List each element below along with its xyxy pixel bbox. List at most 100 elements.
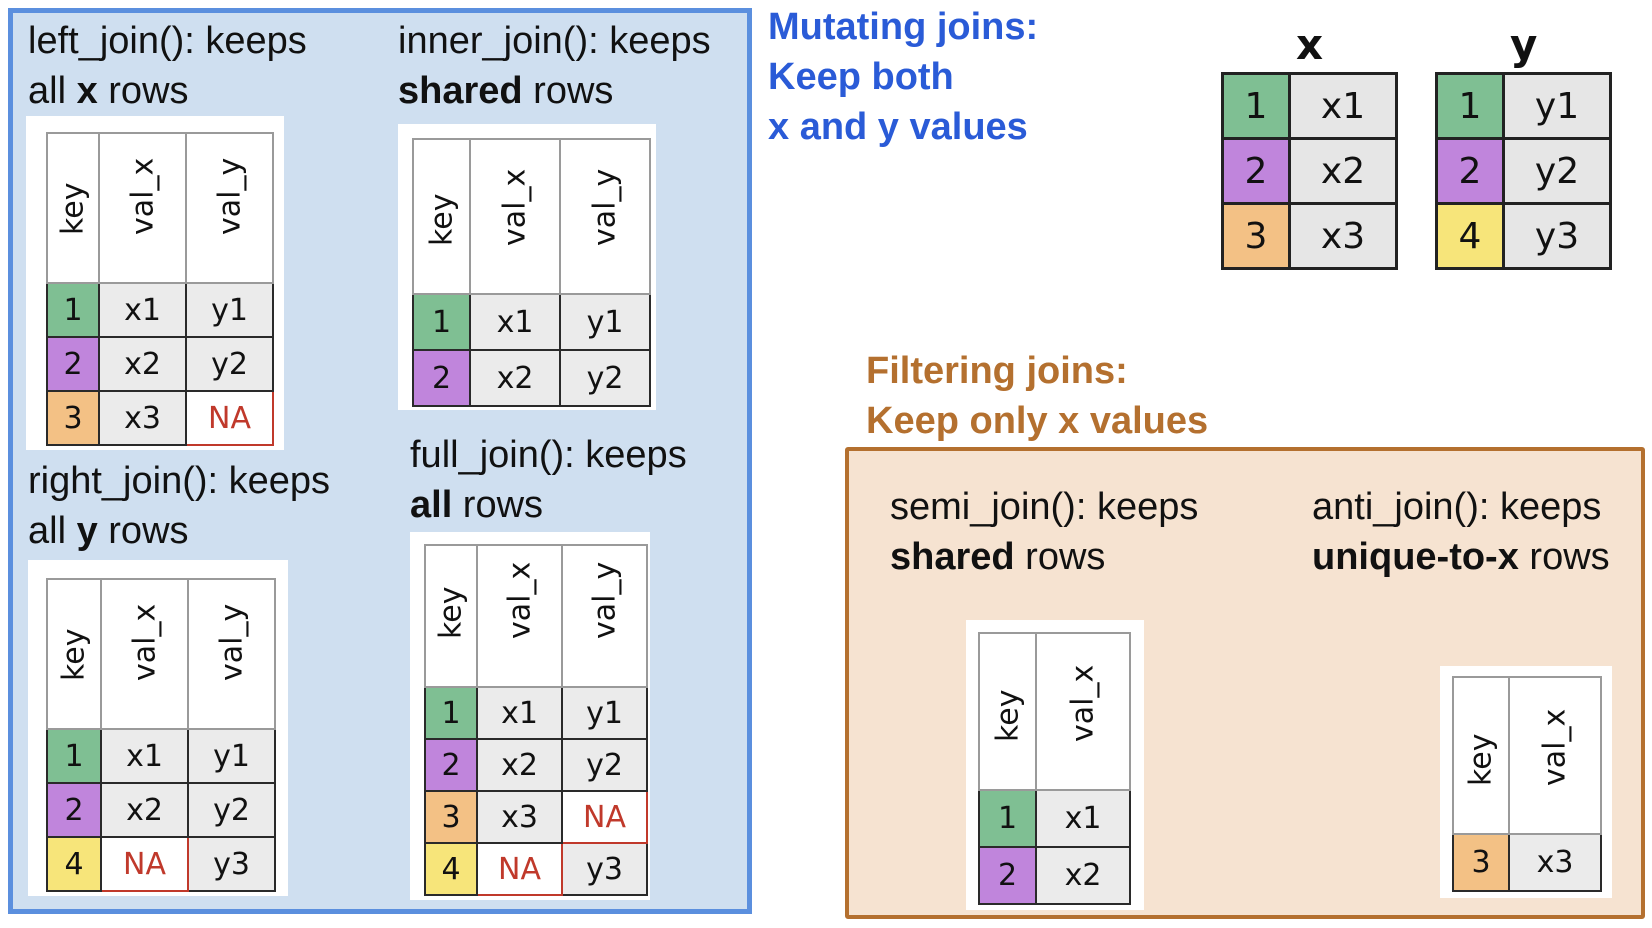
column-header-key: key bbox=[412, 138, 471, 295]
value-cell: y2 bbox=[185, 336, 274, 392]
column-header-val-y: val_y bbox=[561, 544, 648, 688]
value-cell: y3 bbox=[1502, 202, 1612, 270]
value-cell: x1 bbox=[100, 728, 189, 784]
column-header-label: val_x bbox=[127, 603, 162, 681]
value-cell: x3 bbox=[1508, 833, 1602, 892]
value-cell: y2 bbox=[559, 349, 651, 407]
column-header-label: val_x bbox=[125, 157, 160, 235]
key-cell: 1 bbox=[46, 282, 100, 338]
inner-join-title: inner_join(): keeps shared rows bbox=[398, 20, 711, 112]
value-cell: x2 bbox=[476, 738, 563, 792]
column-header-label: val_y bbox=[587, 168, 623, 246]
value-cell: x1 bbox=[469, 293, 561, 351]
value-cell: y2 bbox=[561, 738, 648, 792]
column-header-val-x: val_x bbox=[476, 544, 563, 688]
column-header-val-y: val_y bbox=[187, 578, 276, 730]
na-cell: NA bbox=[185, 390, 274, 446]
column-header-label: val_x bbox=[502, 561, 537, 639]
value-cell: x2 bbox=[1035, 846, 1131, 905]
column-header-label: key bbox=[56, 628, 92, 681]
key-cell: 1 bbox=[1221, 72, 1291, 140]
key-cell: 3 bbox=[46, 390, 100, 446]
column-header-label: val_y bbox=[587, 561, 622, 639]
key-cell: 1 bbox=[46, 728, 102, 784]
na-cell: NA bbox=[100, 836, 189, 892]
column-header-label: key bbox=[990, 689, 1025, 742]
value-cell: x1 bbox=[1035, 789, 1131, 848]
key-cell: 1 bbox=[412, 293, 471, 351]
column-header-label: val_y bbox=[214, 603, 249, 681]
value-cell: x3 bbox=[1288, 202, 1398, 270]
column-header-label: val_x bbox=[1537, 708, 1573, 786]
column-header-val-x: val_x bbox=[98, 132, 187, 284]
key-cell: 2 bbox=[46, 336, 100, 392]
key-cell: 2 bbox=[978, 846, 1037, 905]
value-cell: x2 bbox=[100, 782, 189, 838]
value-cell: y1 bbox=[559, 293, 651, 351]
column-header-label: key bbox=[55, 182, 91, 235]
key-cell: 1 bbox=[424, 686, 478, 740]
filtering-joins-heading: Filtering joins: Keep only x values bbox=[866, 350, 1209, 442]
column-header-label: key bbox=[1463, 733, 1499, 786]
column-header-label: key bbox=[433, 586, 469, 639]
full-join-title: full_join(): keeps all rows bbox=[410, 434, 687, 526]
value-cell: y1 bbox=[561, 686, 648, 740]
value-cell: y3 bbox=[561, 842, 648, 896]
column-header-val-y: val_y bbox=[185, 132, 274, 284]
value-cell: x2 bbox=[469, 349, 561, 407]
column-header-label: val_y bbox=[212, 157, 247, 235]
column-header-key: key bbox=[1452, 676, 1510, 835]
value-cell: x3 bbox=[476, 790, 563, 844]
value-cell: x1 bbox=[98, 282, 187, 338]
column-header-val-x: val_x bbox=[469, 138, 561, 295]
value-cell: x2 bbox=[98, 336, 187, 392]
key-cell: 1 bbox=[978, 789, 1037, 848]
key-cell: 2 bbox=[46, 782, 102, 838]
key-cell: 4 bbox=[1435, 202, 1505, 270]
key-cell: 3 bbox=[1452, 833, 1510, 892]
key-cell: 4 bbox=[424, 842, 478, 896]
na-cell: NA bbox=[561, 790, 648, 844]
value-cell: x1 bbox=[476, 686, 563, 740]
value-cell: x2 bbox=[1288, 137, 1398, 205]
key-cell: 4 bbox=[46, 836, 102, 892]
value-cell: y1 bbox=[1502, 72, 1612, 140]
value-cell: y1 bbox=[187, 728, 276, 784]
left-join-title: left_join(): keeps all x rows bbox=[28, 20, 307, 112]
column-header-label: val_x bbox=[1065, 664, 1101, 742]
x-table-label: x bbox=[1296, 20, 1324, 69]
value-cell: x1 bbox=[1288, 72, 1398, 140]
column-header-val-x: val_x bbox=[100, 578, 189, 730]
column-header-val-y: val_y bbox=[559, 138, 651, 295]
y-table-label: y bbox=[1510, 20, 1538, 69]
key-cell: 2 bbox=[1221, 137, 1291, 205]
key-cell: 3 bbox=[1221, 202, 1291, 270]
key-cell: 2 bbox=[424, 738, 478, 792]
column-header-val-x: val_x bbox=[1508, 676, 1602, 835]
semi-join-title: semi_join(): keeps shared rows bbox=[890, 486, 1199, 578]
column-header-label: key bbox=[424, 193, 459, 246]
